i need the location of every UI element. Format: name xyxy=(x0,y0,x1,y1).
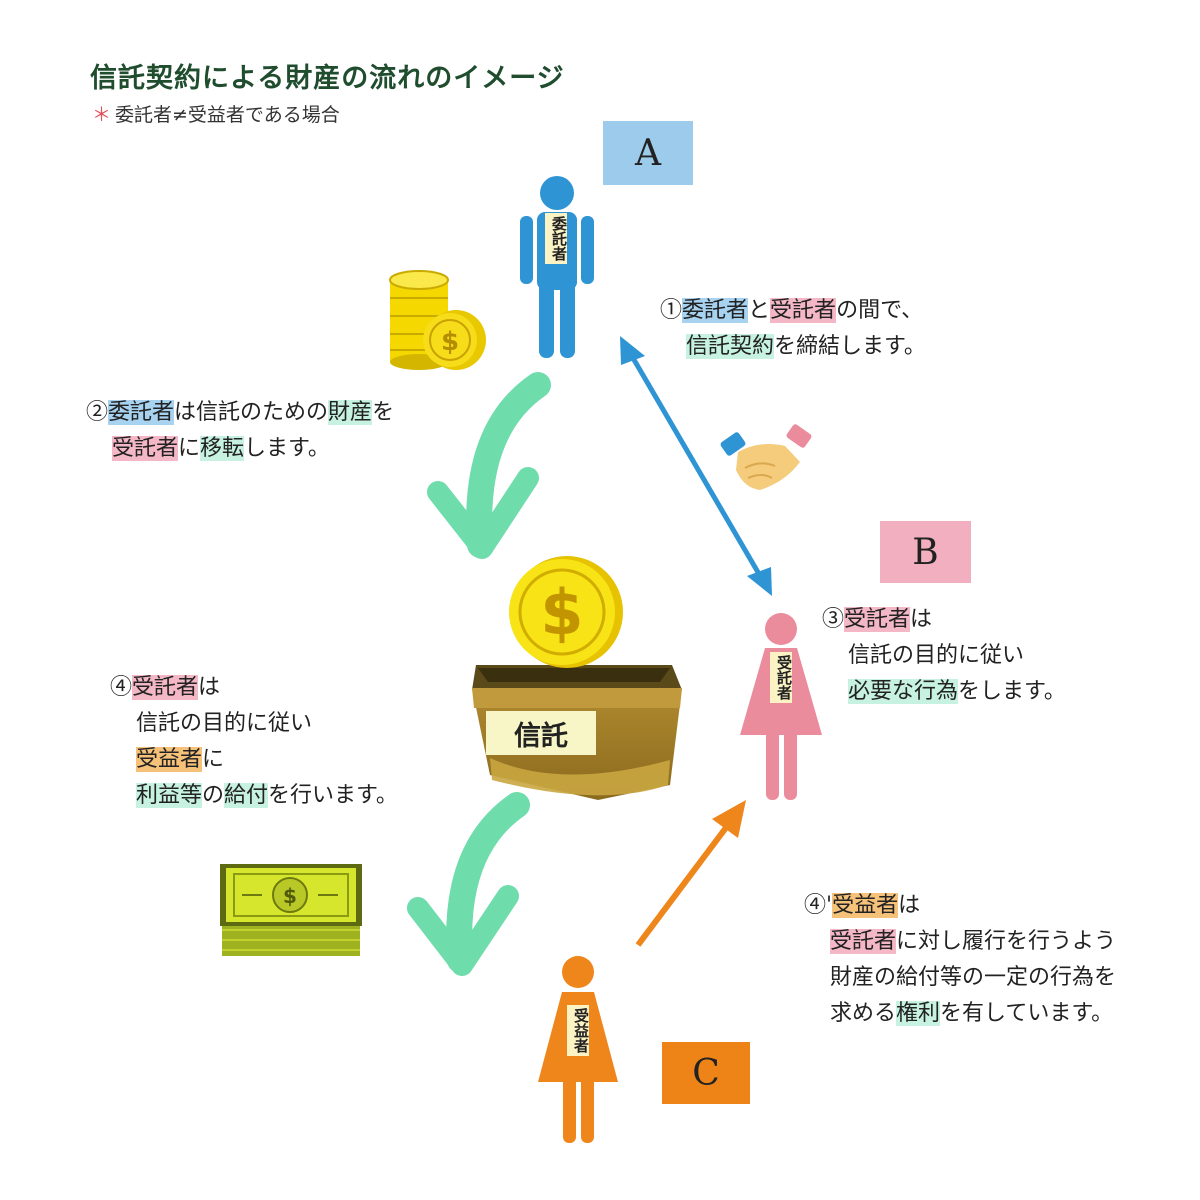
step4-beneficiary: 受益者 xyxy=(136,747,203,772)
step1-contract: 信託契約 xyxy=(686,334,775,359)
settlor-tag: 委託者 xyxy=(545,213,568,264)
coin-stack-icon: $ xyxy=(389,270,486,370)
step4p-num: ④' xyxy=(804,893,833,918)
step2-wo: を xyxy=(372,400,395,425)
step4p-beneficiary: 受益者 xyxy=(832,893,899,918)
svg-text:$: $ xyxy=(540,576,583,649)
step4p-text: ④'受益者は 受託者に対し履行を行うよう 財産の給付等の一定の行為を 求める権利… xyxy=(804,888,1116,1032)
step2-transfer: 移転 xyxy=(200,436,245,461)
trustee-tag: 受託者 xyxy=(770,652,793,703)
step4-no: の xyxy=(202,783,225,808)
step4p-right: 権利 xyxy=(896,1001,941,1026)
step2-num: ② xyxy=(86,400,109,425)
svg-text:$: $ xyxy=(283,884,297,908)
step3-wa: は xyxy=(910,607,933,632)
subtitle-text: 委託者≠受益者である場合 xyxy=(115,104,340,126)
settlor-person-icon xyxy=(520,176,594,358)
step4-text: ④受託者は 信託の目的に従い 受益者に 利益等の給付を行います。 xyxy=(110,670,398,814)
step4-purpose: 信託の目的に従い xyxy=(136,711,313,736)
step3-text: ③受託者は 信託の目的に従い 必要な行為をします。 xyxy=(822,602,1066,710)
contract-arrow xyxy=(620,336,772,596)
step4p-trustee: 受託者 xyxy=(830,929,897,954)
step3-num: ③ xyxy=(822,607,845,632)
label-b: B xyxy=(880,521,971,583)
step1-num: ① xyxy=(660,298,683,323)
step4p-wa: は xyxy=(898,893,921,918)
step3-trustee: 受託者 xyxy=(844,607,911,632)
trust-box-icon: $ xyxy=(472,556,682,800)
step1-trustee: 受託者 xyxy=(770,298,837,323)
benefit-arrow xyxy=(407,792,530,976)
label-c: C xyxy=(662,1042,750,1104)
step3-purpose: 信託の目的に従い xyxy=(848,643,1025,668)
step4-ni: に xyxy=(202,747,225,772)
step4p-request: 求める xyxy=(830,1001,897,1026)
step1-conclude: を締結します。 xyxy=(774,334,926,359)
handshake-icon xyxy=(720,424,812,490)
step1-and: と xyxy=(748,298,771,323)
beneficiary-tag: 受益者 xyxy=(567,1005,590,1056)
step1-text: ①委託者と受託者の間で、 信託契約を締結します。 xyxy=(660,293,926,365)
step4-do: を行います。 xyxy=(268,783,398,808)
step2-for-trust: は信託のための xyxy=(174,400,329,425)
step4-benefit: 利益等 xyxy=(136,783,203,808)
step3-do: をします。 xyxy=(958,679,1066,704)
asterisk-mark: ＊ xyxy=(92,104,112,126)
step2-text: ②委託者は信託のための財産を 受託者に移転します。 xyxy=(86,395,394,467)
step2-do: します。 xyxy=(244,436,330,461)
claim-arrow xyxy=(635,800,746,947)
step4-wa: は xyxy=(198,675,221,700)
page-title: 信託契約による財産の流れのイメージ xyxy=(90,63,565,94)
step4p-have: を有しています。 xyxy=(940,1001,1114,1026)
page-subtitle: ＊委託者≠受益者である場合 xyxy=(92,100,340,127)
step1-settlor: 委託者 xyxy=(682,298,749,323)
step2-trustee: 受託者 xyxy=(112,436,179,461)
label-a: A xyxy=(603,121,693,185)
step4-trustee: 受託者 xyxy=(132,675,199,700)
step2-settlor: 委託者 xyxy=(108,400,175,425)
transfer-arrow xyxy=(427,372,551,559)
step1-between: の間で、 xyxy=(836,298,924,323)
step4p-perform: に対し履行を行うよう xyxy=(896,929,1117,954)
step3-action: 必要な行為 xyxy=(848,679,959,704)
step2-ni: に xyxy=(178,436,201,461)
trust-box-label: 信託 xyxy=(486,711,596,755)
step4p-act: 財産の給付等の一定の行為を xyxy=(830,965,1117,990)
step4-num: ④ xyxy=(110,675,133,700)
trustee-person-icon xyxy=(740,613,822,800)
svg-text:$: $ xyxy=(441,327,459,357)
step4-payment: 給付 xyxy=(224,783,269,808)
step2-property: 財産 xyxy=(328,400,373,425)
money-bill-icon: $ xyxy=(220,864,362,956)
